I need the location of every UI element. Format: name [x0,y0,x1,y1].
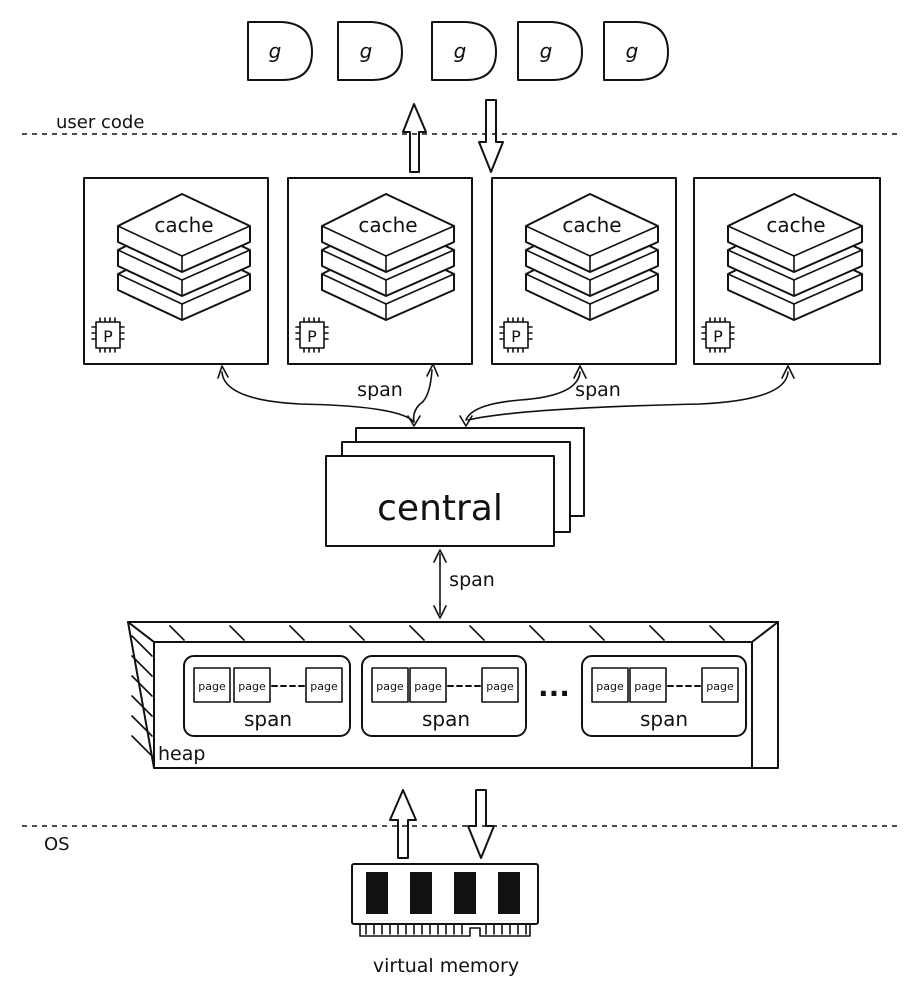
span-label-left: span [357,379,403,401]
processor-panel-1: cache P [83,177,269,365]
goroutine-2: g [337,21,403,81]
cpu-chip-icon: P [295,317,329,353]
down-arrow-icon [478,99,504,173]
down-arrow-icon [467,789,495,859]
span-label: span [244,707,292,731]
goroutine-1-label: g [269,39,282,63]
span-label-right: span [575,379,621,401]
cache-stack-3: cache [525,193,659,321]
memory-module-icon [351,863,539,937]
processor-panel-3: cache P [491,177,677,365]
cache-label-2: cache [358,213,417,237]
heap-span-3: page page page span [581,655,747,737]
p-label-4: P [713,327,723,346]
page-label: page [414,680,442,693]
cpu-chip-icon: P [91,317,125,353]
central-label: central [377,488,503,529]
processor-panels: cache P cache P [83,177,881,365]
goroutine-5-label: g [626,39,639,63]
page-label: page [706,680,734,693]
os-label: OS [44,834,70,855]
page-label: page [310,680,338,693]
central-stack: central [325,427,585,547]
central-heap-connector: span [433,549,495,619]
goroutine-5: g [603,21,669,81]
goroutine-3: g [431,21,497,81]
user-code-label: user code [56,112,144,133]
processor-panel-4: cache P [693,177,881,365]
span-label: span [640,707,688,731]
cache-label-3: cache [562,213,621,237]
p-label-3: P [511,327,521,346]
span-label: span [422,707,470,731]
heap-ellipsis: ... [538,670,570,703]
goroutine-2-label: g [360,39,373,63]
heap-span-2: page page page span [361,655,527,737]
span-label-central-heap: span [449,569,495,591]
heap-spans: page page page span page page page span … [183,655,747,737]
page-label: page [376,680,404,693]
p-label-1: P [103,327,113,346]
goroutine-row: g g g g g [247,21,669,81]
heap-label: heap [158,743,205,765]
cpu-chip-icon: P [499,317,533,353]
page-label: page [486,680,514,693]
cache-stack-2: cache [321,193,455,321]
processor-panel-2: cache P [287,177,473,365]
cache-central-connectors: span span [217,363,795,427]
cache-stack-1: cache [117,193,251,321]
page-label: page [198,680,226,693]
user-code-alloc-arrows [402,99,504,173]
cache-label-4: cache [766,213,825,237]
cpu-chip-icon: P [701,317,735,353]
goroutine-3-label: g [454,39,467,63]
page-label: page [596,680,624,693]
p-label-2: P [307,327,317,346]
heap-os-arrows [389,789,495,859]
virtual-memory-label: virtual memory [373,955,519,977]
cache-stack-4: cache [727,193,863,321]
page-label: page [238,680,266,693]
heap-span-1: page page page span [183,655,351,737]
cache-label-1: cache [154,213,213,237]
up-arrow-icon [389,789,417,859]
heap-box: heap [127,621,779,769]
goroutine-1: g [247,21,313,81]
up-arrow-icon [402,103,427,173]
goroutine-4-label: g [540,39,553,63]
goroutine-4: g [517,21,583,81]
page-label: page [634,680,662,693]
